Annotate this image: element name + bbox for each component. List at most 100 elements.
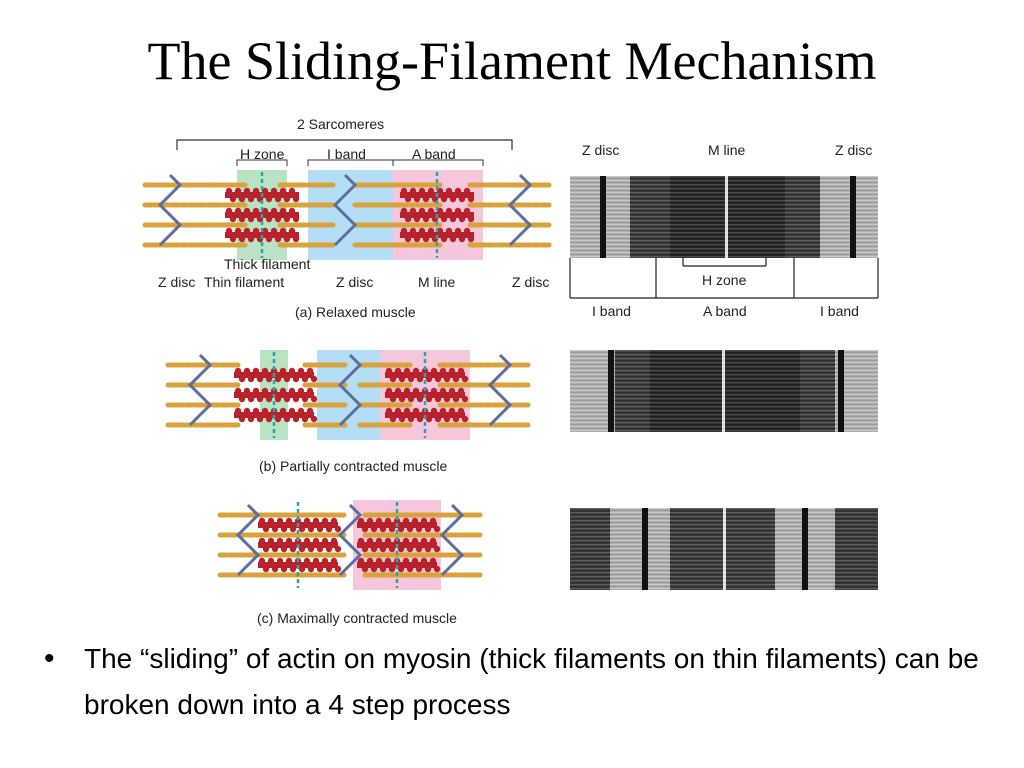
- myosin-head: [297, 387, 305, 395]
- myosin-head: [252, 407, 260, 415]
- myosin-head: [238, 215, 246, 223]
- myosin-head: [449, 195, 457, 203]
- myosin-head: [409, 207, 417, 215]
- myosin-head: [415, 565, 423, 573]
- myosin-head: [443, 415, 451, 423]
- myosin-head: [283, 415, 291, 423]
- myosin-head: [436, 227, 444, 235]
- myosin-head: [424, 545, 432, 553]
- myosin-head: [256, 415, 264, 423]
- myosin-head: [312, 517, 320, 525]
- myosin-head: [424, 565, 432, 573]
- m-line-label-micro: M line: [708, 142, 746, 158]
- myosin-head: [411, 517, 419, 525]
- myosin-head: [463, 187, 471, 195]
- myosin-head: [294, 517, 302, 525]
- myosin-head: [375, 537, 383, 545]
- myosin-head: [289, 545, 297, 553]
- myosin-head: [325, 525, 333, 533]
- myosin-head: [297, 367, 305, 375]
- myosin-head: [398, 415, 406, 423]
- myosin-head: [461, 395, 469, 403]
- myosin-head: [234, 227, 242, 235]
- myosin-head: [270, 227, 278, 235]
- myosin-head: [285, 517, 293, 525]
- myosin-head: [261, 227, 269, 235]
- myosin-head: [445, 207, 453, 215]
- myosin-head: [292, 235, 300, 243]
- myosin-head: [252, 367, 260, 375]
- myosin-head: [402, 557, 410, 565]
- myosin-head: [316, 545, 324, 553]
- myosin-head: [394, 407, 402, 415]
- myosin-head: [407, 375, 415, 383]
- myosin-head: [334, 525, 342, 533]
- myosin-head: [247, 215, 255, 223]
- z-disc: [235, 503, 261, 577]
- myosin-head: [457, 367, 465, 375]
- myosin-head: [461, 375, 469, 383]
- z-disc-label-micro-left: Z disc: [582, 142, 620, 158]
- m-line-label-a: M line: [418, 274, 456, 290]
- myosin-head: [307, 545, 315, 553]
- myosin-head: [334, 545, 342, 553]
- myosin-head: [243, 407, 251, 415]
- myosin-head: [265, 415, 273, 423]
- myosin-head: [385, 387, 393, 395]
- myosin-head: [292, 195, 300, 203]
- myosin-head: [413, 195, 421, 203]
- myosin-head: [418, 187, 426, 195]
- myosin-head: [274, 235, 282, 243]
- myosin-head: [280, 525, 288, 533]
- h-zone-bracket: [236, 159, 288, 166]
- myosin-head: [406, 565, 414, 573]
- myosin-head: [288, 227, 296, 235]
- myosin-head: [283, 375, 291, 383]
- myosin-head: [430, 367, 438, 375]
- myosin-head: [306, 367, 314, 375]
- myosin-head: [411, 537, 419, 545]
- myosin-head: [412, 387, 420, 395]
- myosin-head: [403, 367, 411, 375]
- myosin-head: [312, 557, 320, 565]
- myosin-head: [262, 545, 270, 553]
- myosin-head: [385, 407, 393, 415]
- myosin-head: [279, 387, 287, 395]
- micrograph-partially-contracted: [570, 350, 878, 432]
- myosin-head: [306, 407, 314, 415]
- myosin-head: [445, 187, 453, 195]
- myosin-head: [262, 565, 270, 573]
- myosin-head: [252, 387, 260, 395]
- myosin-head: [289, 525, 297, 533]
- myosin-head: [416, 395, 424, 403]
- myosin-head: [463, 227, 471, 235]
- myosin-head: [270, 207, 278, 215]
- myosin-head: [279, 367, 287, 375]
- myosin-head: [397, 565, 405, 573]
- myosin-head: [361, 545, 369, 553]
- myosin-head: [402, 537, 410, 545]
- myosin-head: [416, 375, 424, 383]
- myosin-head: [279, 407, 287, 415]
- myosin-head: [283, 195, 291, 203]
- a-band-bracket: [392, 159, 484, 166]
- myosin-head: [384, 557, 392, 565]
- myosin-head: [234, 367, 242, 375]
- micrograph-maximally-contracted: [570, 508, 878, 590]
- slide-title: The Sliding-Filament Mechanism: [147, 31, 877, 91]
- myosin-head: [276, 517, 284, 525]
- z-disc: [487, 353, 513, 427]
- myosin-head: [334, 565, 342, 573]
- myosin-head: [292, 395, 300, 403]
- myosin-head: [252, 207, 260, 215]
- myosin-head: [238, 395, 246, 403]
- myosin-head: [274, 395, 282, 403]
- myosin-head: [301, 395, 309, 403]
- myosin-head: [439, 407, 447, 415]
- myosin-head: [325, 565, 333, 573]
- myosin-head: [262, 525, 270, 533]
- z-disc: [332, 173, 358, 247]
- myosin-head: [261, 407, 269, 415]
- z-disc-label-mid: Z disc: [336, 274, 374, 290]
- myosin-head: [440, 235, 448, 243]
